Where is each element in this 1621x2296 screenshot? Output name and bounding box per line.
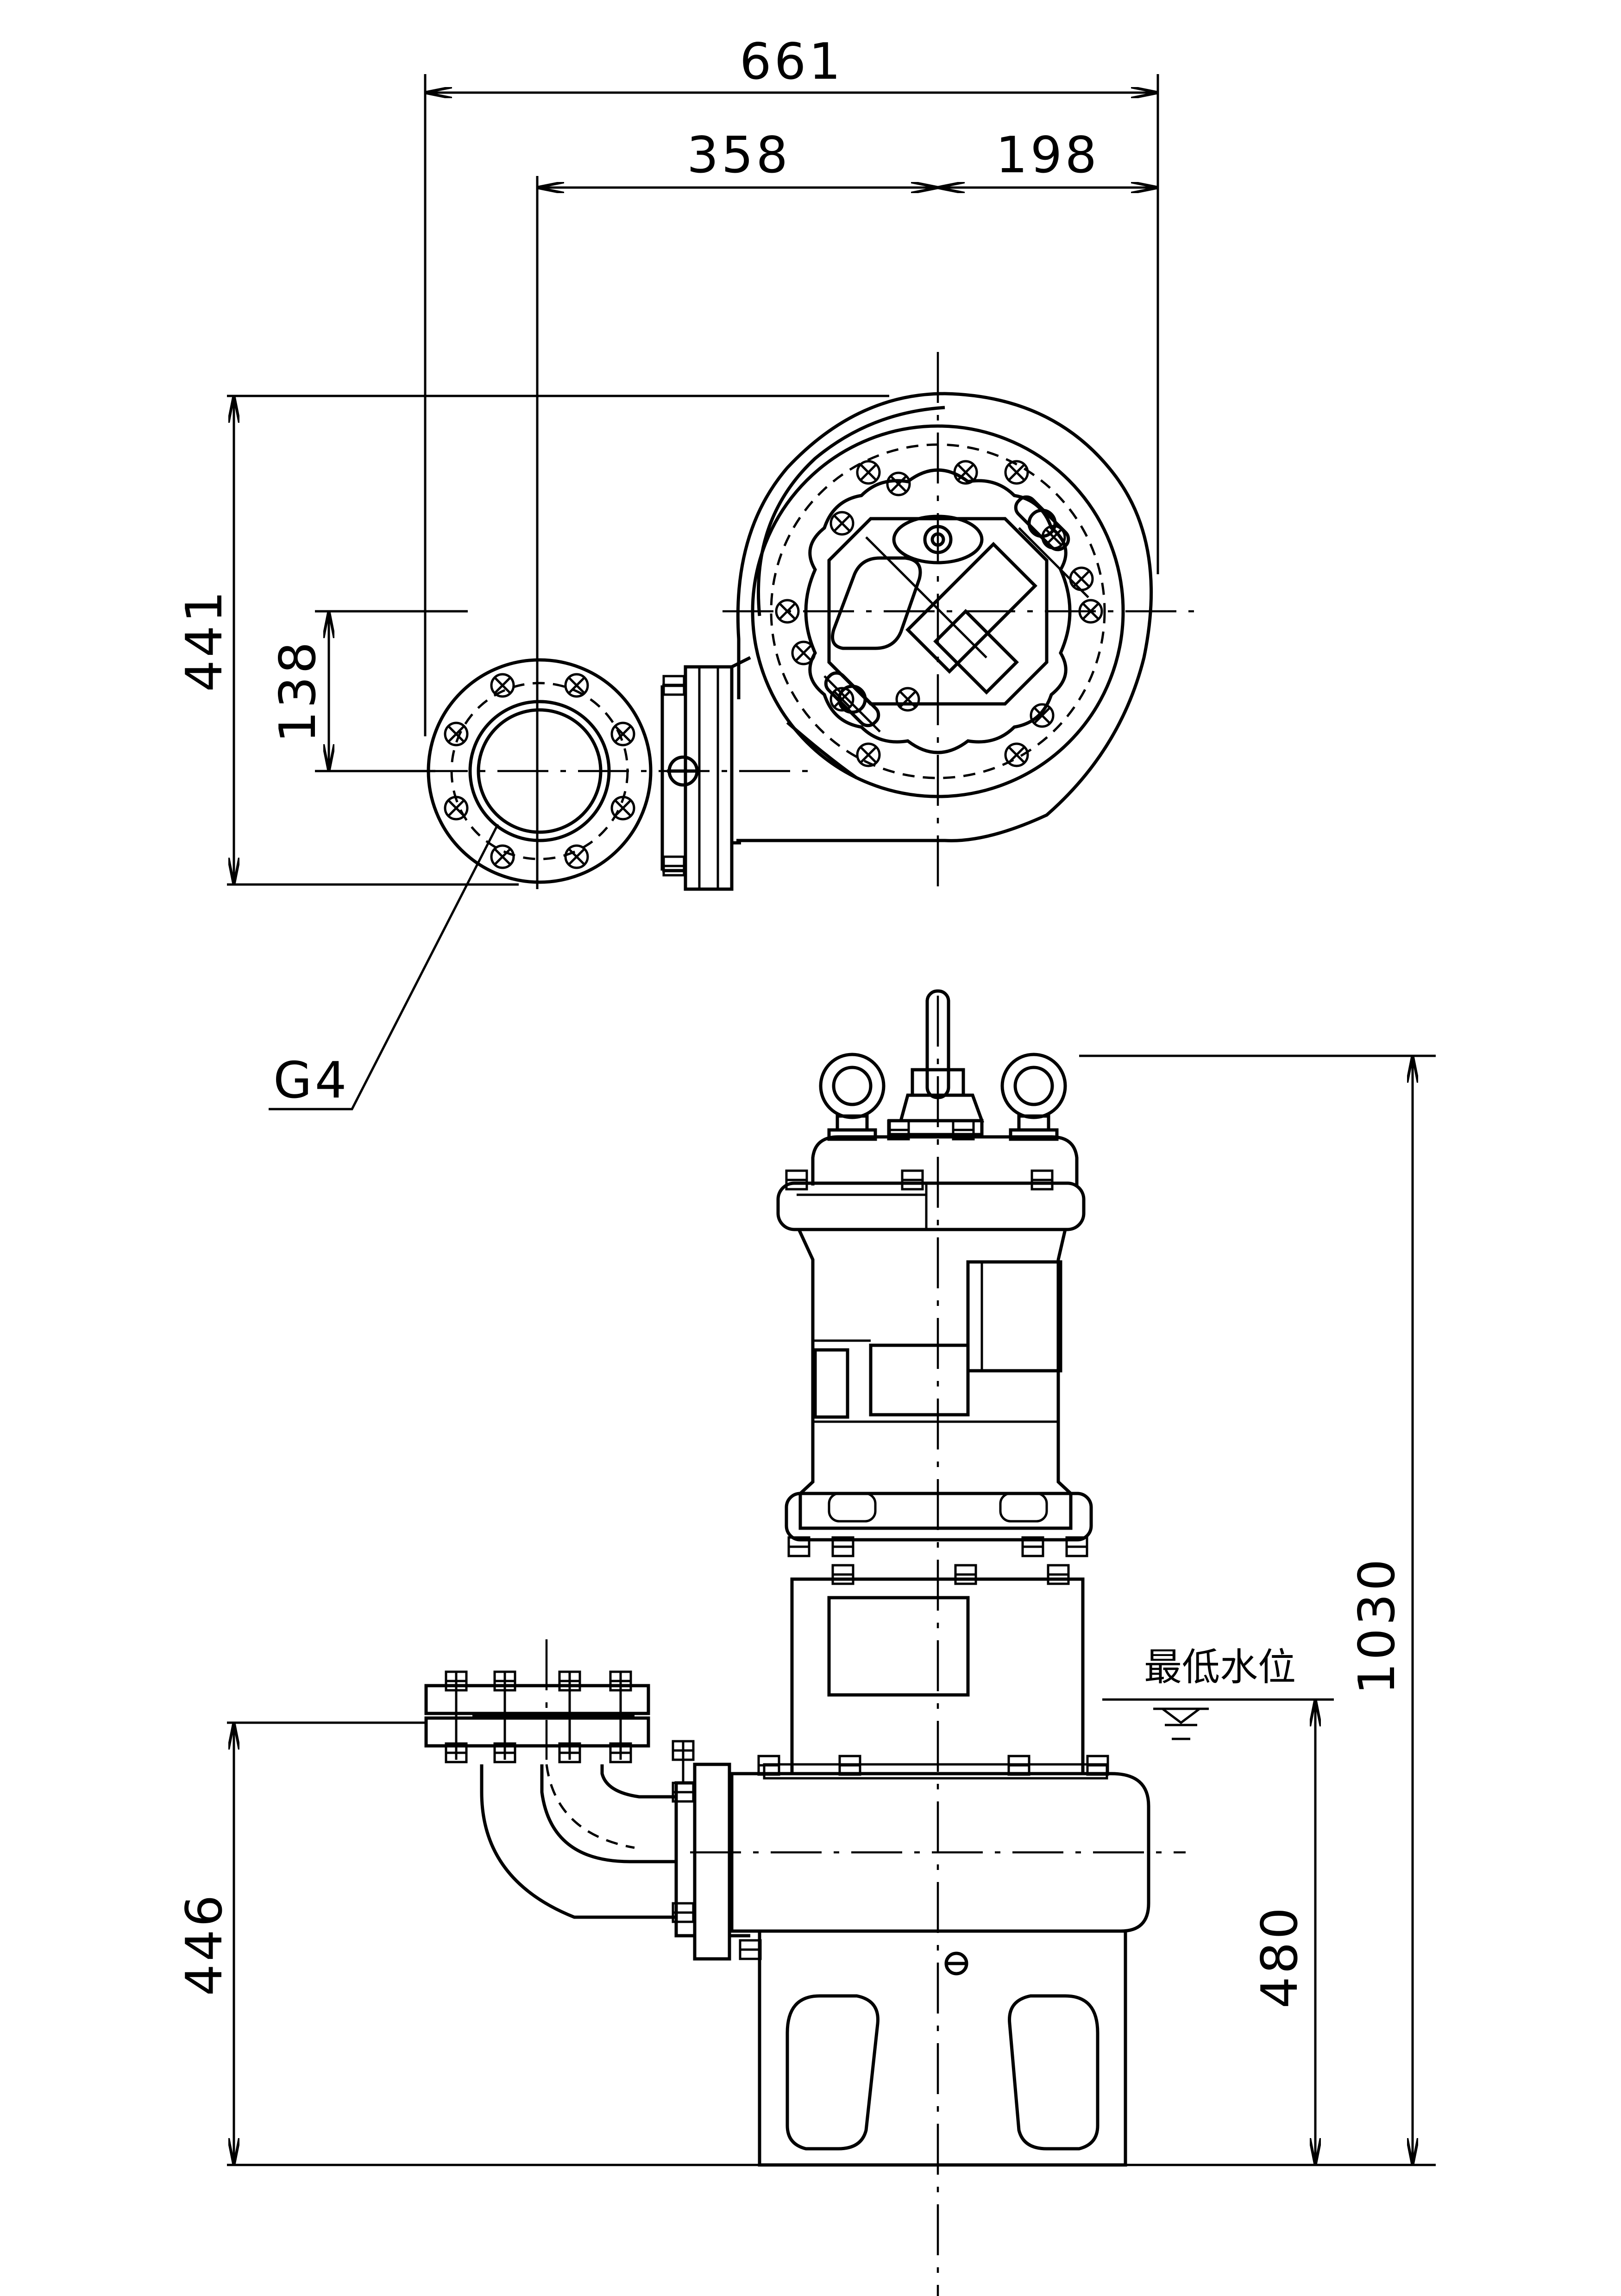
motor-body-outline [804, 468, 1072, 754]
min-water-level-label: 最低水位 [1144, 1645, 1296, 1689]
g4-leader-line [269, 823, 499, 1110]
motor-flange-circle [751, 424, 1125, 798]
elbow-pipe-inner [540, 1764, 676, 1863]
dimension-label-480: 480 [1251, 1905, 1309, 2008]
motor-frame [797, 1229, 1073, 1530]
dimension-label-1030: 1030 [1348, 1556, 1406, 1695]
pipe-flange-lower [424, 1716, 650, 1748]
discharge-flange-side [693, 1763, 731, 1961]
motor-upper-flange [776, 1181, 1086, 1231]
lifting-rod [925, 989, 950, 1099]
discharge-callout-g4: G4 [273, 1052, 349, 1110]
stand-opening-left [785, 1994, 880, 2151]
dimension-label-446: 446 [176, 1892, 233, 1996]
suction-stand [758, 1929, 1127, 2167]
stand-opening-right [1008, 1994, 1100, 2151]
discharge-pipe-outer [468, 700, 611, 842]
lifting-eye [824, 671, 880, 728]
water-level-symbol [1159, 1707, 1203, 1725]
eye-bolt-right [1000, 1053, 1067, 1141]
dimension-label-138: 138 [269, 639, 327, 743]
lifting-eye [1014, 495, 1070, 552]
dimension-label-358: 358 [687, 126, 791, 184]
discharge-pipe-inner [477, 708, 603, 834]
cable-gland [905, 542, 1037, 674]
motor-top-cover [811, 1135, 1079, 1186]
eye-rod-plate [892, 514, 984, 565]
dimension-label-661: 661 [740, 33, 843, 91]
discharge-flange [427, 658, 653, 884]
side-view: 1030 最低水位 480 446 [176, 989, 1436, 2296]
dimension-label-441: 441 [176, 588, 233, 692]
elbow-pipe-outer [480, 1764, 676, 1919]
motor-lower-flange [785, 1492, 1093, 1542]
oil-chamber-cover [827, 1596, 970, 1697]
terminal-block [869, 1343, 970, 1417]
volute-casing-outline [736, 392, 1153, 842]
nameplate [966, 1260, 1062, 1373]
volute-casing-side [730, 1772, 1150, 1933]
terminal-cover [831, 556, 922, 650]
eye-bolt-left [819, 1053, 886, 1141]
bolt-circle [770, 443, 1106, 779]
terminal-box-outline [827, 517, 1049, 706]
discharge-bracket-plate [684, 665, 734, 891]
pipe-flange-bolts [446, 1672, 631, 1762]
top-view: 661 358 198 441 138 [176, 33, 1195, 1110]
flange-bolts [776, 461, 1102, 766]
dimension-label-198: 198 [996, 126, 1100, 184]
